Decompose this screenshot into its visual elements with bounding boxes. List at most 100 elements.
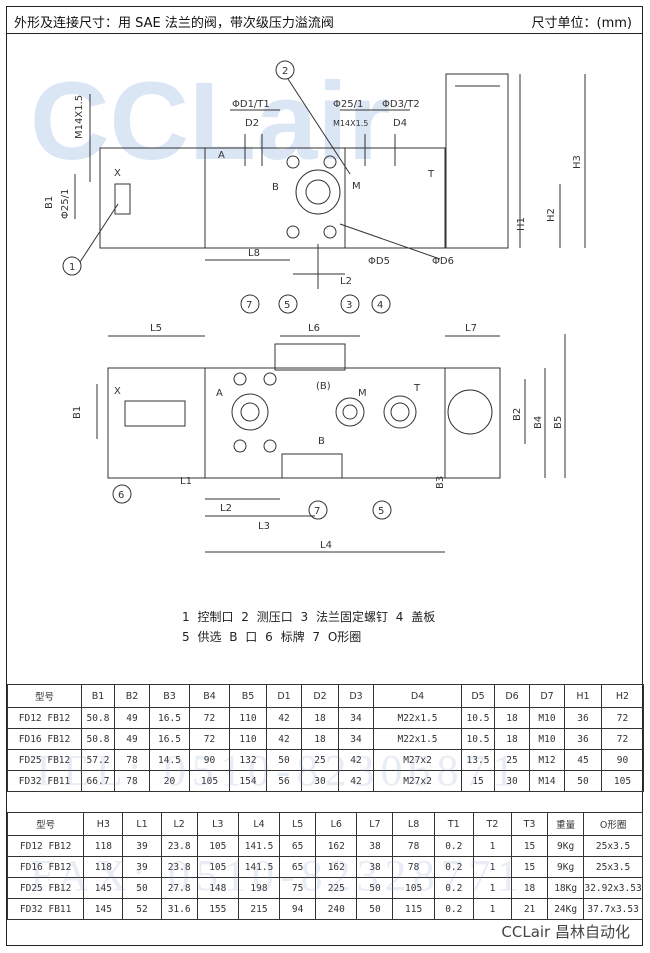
label: L8: [248, 248, 260, 259]
column-header: D5: [461, 684, 495, 708]
table-cell: 118: [83, 856, 124, 878]
table-cell: 25x3.5: [583, 835, 643, 857]
table-cell: FD12 FB12: [7, 707, 82, 729]
table-cell: 42: [338, 770, 374, 792]
table-cell: 18Kg: [547, 877, 585, 899]
table-cell: M22x1.5: [373, 707, 462, 729]
table-cell: 42: [266, 728, 302, 750]
label: L1: [180, 476, 192, 487]
table-cell: 148: [196, 877, 239, 899]
table-cell: 52: [122, 898, 162, 920]
table-cell: 34: [338, 728, 374, 750]
label: L2: [220, 503, 232, 514]
callout-6: 6: [118, 490, 124, 501]
column-header: L7: [356, 812, 394, 836]
table-cell: 75: [279, 877, 317, 899]
label: Φ25/1: [60, 189, 71, 219]
column-header: H3: [83, 812, 124, 836]
column-header: B1: [81, 684, 115, 708]
table-cell: 30: [494, 770, 530, 792]
unit-label: 尺寸单位：(mm): [531, 16, 632, 31]
table-cell: 1: [472, 835, 513, 857]
legend-line-2: 5 供选 B 口 6 标牌 7 O形圈: [182, 630, 362, 644]
column-header: D3: [338, 684, 374, 708]
table-cell: 66.7: [81, 770, 115, 792]
label: B4: [533, 416, 544, 429]
table-cell: 15: [461, 770, 495, 792]
table-cell: 65: [279, 856, 317, 878]
table-cell: 56: [266, 770, 302, 792]
table-cell: 1: [472, 877, 513, 899]
label: ΦD1/T1: [232, 99, 270, 110]
table-cell: FD32 FB11: [7, 770, 82, 792]
column-header: H1: [564, 684, 602, 708]
table-cell: 78: [392, 835, 435, 857]
label: Φ25/1: [333, 99, 363, 110]
table-cell: 34: [338, 707, 374, 729]
column-header: T1: [433, 812, 474, 836]
table-cell: FD16 FB12: [7, 728, 82, 750]
label: B1: [72, 406, 83, 419]
column-header: D6: [494, 684, 530, 708]
table-cell: 72: [601, 707, 644, 729]
label: L4: [320, 540, 332, 551]
table-cell: 198: [237, 877, 281, 899]
table-cell: 18: [301, 728, 339, 750]
column-header: B4: [189, 684, 230, 708]
column-header: L8: [392, 812, 435, 836]
table-cell: 90: [601, 749, 644, 771]
table-cell: 225: [315, 877, 358, 899]
column-header: D4: [373, 684, 462, 708]
label: L5: [150, 323, 162, 334]
label: B: [272, 182, 279, 193]
table-cell: 49: [114, 728, 150, 750]
table-cell: FD32 FB11: [6, 898, 85, 920]
table-cell: 45: [564, 749, 602, 771]
table-cell: 105: [392, 877, 435, 899]
callout-4: 4: [377, 300, 383, 311]
table-cell: FD16 FB12: [6, 856, 85, 878]
technical-drawing: M14X1.5 Φ25/1 B1 X ΦD1/T1 D2 A B Φ25/1 M…: [44, 60, 586, 553]
label: B3: [435, 476, 446, 489]
table-cell: 141.5: [237, 835, 281, 857]
table-cell: 50: [356, 898, 394, 920]
table-cell: 49: [114, 707, 150, 729]
table-cell: 0.2: [433, 835, 474, 857]
page-title: 外形及连接尺寸：用 SAE 法兰的阀，带次级压力溢流阀: [14, 16, 334, 31]
table-cell: M27x2: [373, 749, 462, 771]
table-cell: 15: [511, 856, 549, 878]
table-cell: M27x2: [373, 770, 462, 792]
column-header: L4: [237, 812, 281, 836]
table-cell: 24Kg: [547, 898, 585, 920]
table-cell: 0.2: [433, 856, 474, 878]
table-cell: 78: [114, 749, 150, 771]
table-cell: 105: [189, 770, 230, 792]
table-cell: 50: [564, 770, 602, 792]
label: B1: [44, 196, 55, 209]
column-header: T2: [472, 812, 513, 836]
label: L6: [308, 323, 320, 334]
table-cell: 23.8: [160, 835, 198, 857]
table-cell: 18: [494, 707, 530, 729]
table-cell: 18: [301, 707, 339, 729]
table-cell: 18: [511, 877, 549, 899]
callout-3: 3: [346, 300, 352, 311]
table-cell: 50: [122, 877, 162, 899]
table-cell: 42: [338, 749, 374, 771]
label: L3: [258, 521, 270, 532]
table-cell: 155: [196, 898, 239, 920]
table-cell: 25: [494, 749, 530, 771]
column-header: 重量: [547, 812, 585, 836]
label: ΦD6: [432, 256, 454, 267]
callout-1: 1: [69, 262, 75, 273]
label: A: [218, 150, 225, 161]
table-cell: 105: [196, 856, 239, 878]
column-header: D2: [301, 684, 339, 708]
table-cell: 9Kg: [547, 856, 585, 878]
column-header: L1: [122, 812, 162, 836]
